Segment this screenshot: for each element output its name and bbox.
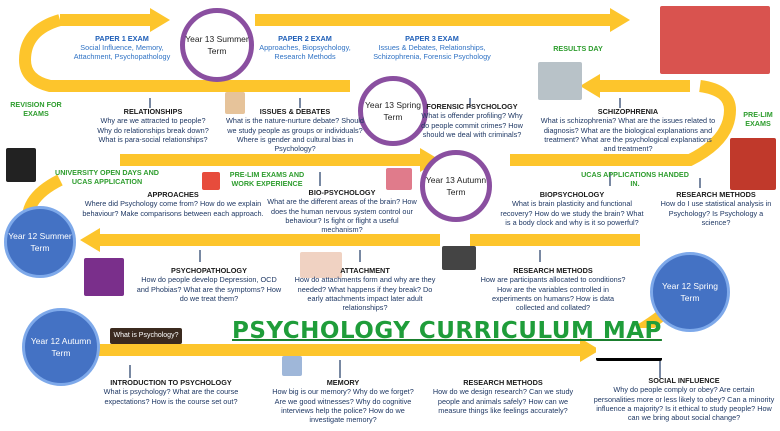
ucas-handed-in: UCAS APPLICATIONS HANDED IN. bbox=[581, 170, 689, 188]
forensic-heading: FORENSIC PSYCHOLOGY bbox=[426, 102, 518, 111]
topic-social-influence: SOCIAL INFLUENCE Why do people comply or… bbox=[592, 376, 776, 422]
topic-biopsychology-y12: BIO-PSYCHOLOGY What are the different ar… bbox=[266, 188, 418, 234]
prelim-exams: PRE-LIM EXAMS bbox=[743, 110, 773, 128]
children-image bbox=[442, 246, 476, 270]
brain-rope-image bbox=[538, 62, 582, 100]
topic-forensic: FORENSIC PSYCHOLOGY What is offender pro… bbox=[420, 102, 524, 139]
psychopathology-heading: PSYCHOPATHOLOGY bbox=[171, 266, 247, 275]
forensic-text: What is offender profiling? Why do peopl… bbox=[421, 111, 523, 139]
topic-intro: INTRODUCTION TO PSYCHOLOGY What is psych… bbox=[96, 378, 246, 406]
topic-biopsychology-y13: BIOPSYCHOLOGY What is brain plasticity a… bbox=[498, 190, 646, 227]
topic-research-y13: RESEARCH METHODS How do I use statistica… bbox=[656, 190, 776, 227]
topic-research-y12-autumn: RESEARCH METHODS How do we design resear… bbox=[428, 378, 578, 415]
paper2-text: Approaches, Biopsychology, Research Meth… bbox=[259, 43, 351, 61]
memory-heading: MEMORY bbox=[326, 378, 360, 387]
paper1-heading: PAPER 1 EXAM bbox=[95, 34, 149, 43]
schizophrenia-heading: SCHIZOPHRENIA bbox=[597, 107, 659, 116]
revision-for-exams: REVISION FOR EXAMS bbox=[10, 100, 62, 118]
what-is-psychology-image: What is Psychology? bbox=[110, 328, 182, 344]
head-icon-image bbox=[225, 92, 245, 114]
social-people-image bbox=[596, 328, 662, 361]
approaches-heading: APPROACHES bbox=[147, 190, 199, 199]
memory-text: How big is our memory? Why do we forget?… bbox=[272, 387, 414, 425]
year12-autumn-node: Year 12 Autumn Term bbox=[22, 308, 100, 386]
results-day: RESULTS DAY bbox=[553, 44, 603, 53]
biopsych2-text: What is brain plasticity and functional … bbox=[500, 199, 644, 227]
prelim-work-experience: PRE-LIM EXAMS AND WORK EXPERIENCE bbox=[229, 170, 305, 188]
paper1-exam: PAPER 1 EXAM Social Influence, Memory, A… bbox=[68, 34, 176, 61]
baby-image bbox=[300, 252, 342, 278]
year13-summer-node: Year 13 Summer Term bbox=[180, 8, 254, 82]
faces-image bbox=[660, 6, 770, 74]
issues-heading: ISSUES & DEBATES bbox=[259, 107, 331, 116]
social-heading: SOCIAL INFLUENCE bbox=[648, 376, 720, 385]
intro-text: What is psychology? What are the course … bbox=[103, 387, 239, 406]
approaches-text: Where did Psychology come from? How do w… bbox=[82, 199, 264, 218]
open-days-ucas: UNIVERSITY OPEN DAYS AND UCAS APPLICATIO… bbox=[55, 168, 159, 186]
research-y12autumn-heading: RESEARCH METHODS bbox=[463, 378, 543, 387]
paper3-text: Issues & Debates, Relationships, Schizop… bbox=[373, 43, 491, 61]
paper2-exam: PAPER 2 EXAM Approaches, Biopsychology, … bbox=[252, 34, 358, 61]
relationships-heading: RELATIONSHIPS bbox=[123, 107, 183, 116]
schizophrenia-text: What is schizophrenia? What are the issu… bbox=[540, 116, 716, 154]
topic-issues-debates: ISSUES & DEBATES What is the nature-nurt… bbox=[226, 107, 364, 153]
page-title: PSYCHOLOGY CURRICULUM MAP bbox=[232, 318, 662, 344]
question-marks-image bbox=[202, 172, 220, 190]
biopsych1-text: What are the different areas of the brai… bbox=[267, 197, 417, 235]
year12-spring-node: Year 12 Spring Term bbox=[650, 252, 730, 332]
psychopathology-text: How do people develop Depression, OCD an… bbox=[136, 275, 282, 303]
topic-relationships: RELATIONSHIPS Why are we attracted to pe… bbox=[94, 107, 212, 144]
research-y13-heading: RESEARCH METHODS bbox=[676, 190, 756, 199]
year13-autumn-node: Year 13 Autumn Term bbox=[420, 150, 492, 222]
research-y12spring-text: How are participants allocated to condit… bbox=[480, 275, 626, 313]
topic-schizophrenia: SCHIZOPHRENIA What is schizophrenia? Wha… bbox=[538, 107, 718, 153]
graduation-image bbox=[6, 148, 36, 182]
book-image bbox=[730, 138, 776, 190]
research-y12autumn-text: How do we design research? Can we study … bbox=[432, 387, 574, 415]
research-y13-text: How do I use statistical analysis in Psy… bbox=[660, 199, 772, 227]
year13-spring-node: Year 13 Spring Term bbox=[358, 76, 428, 146]
mri-brain-image bbox=[84, 258, 124, 296]
topic-research-y12-spring: RESEARCH METHODS How are participants al… bbox=[478, 266, 628, 312]
topic-memory: MEMORY How big is our memory? Why do we … bbox=[268, 378, 418, 424]
paper1-text: Social Influence, Memory, Attachment, Ps… bbox=[73, 43, 171, 61]
issues-text: What is the nature-nurture debate? Shoul… bbox=[226, 116, 364, 154]
biopsych2-heading: BIOPSYCHOLOGY bbox=[539, 190, 605, 199]
paper3-heading: PAPER 3 EXAM bbox=[405, 34, 459, 43]
relationships-text: Why are we attracted to people? Why do r… bbox=[97, 116, 209, 144]
topic-attachment: ATTACHMENT How do attachments form and w… bbox=[290, 266, 440, 312]
year12-summer-node: Year 12 Summer Term bbox=[4, 206, 76, 278]
research-y12spring-heading: RESEARCH METHODS bbox=[513, 266, 593, 275]
paper3-exam: PAPER 3 EXAM Issues & Debates, Relations… bbox=[362, 34, 502, 61]
attachment-heading: ATTACHMENT bbox=[340, 266, 390, 275]
topic-approaches: APPROACHES Where did Psychology come fro… bbox=[82, 190, 264, 218]
attachment-text: How do attachments form and why are they… bbox=[294, 275, 436, 313]
memory-image bbox=[282, 356, 302, 376]
brain-image bbox=[386, 168, 412, 190]
paper2-heading: PAPER 2 EXAM bbox=[278, 34, 332, 43]
topic-psychopathology: PSYCHOPATHOLOGY How do people develop De… bbox=[136, 266, 282, 303]
social-text: Why do people comply or obey? Are certai… bbox=[593, 385, 775, 423]
biopsych1-heading: BIO-PSYCHOLOGY bbox=[308, 188, 376, 197]
intro-heading: INTRODUCTION TO PSYCHOLOGY bbox=[110, 378, 232, 387]
